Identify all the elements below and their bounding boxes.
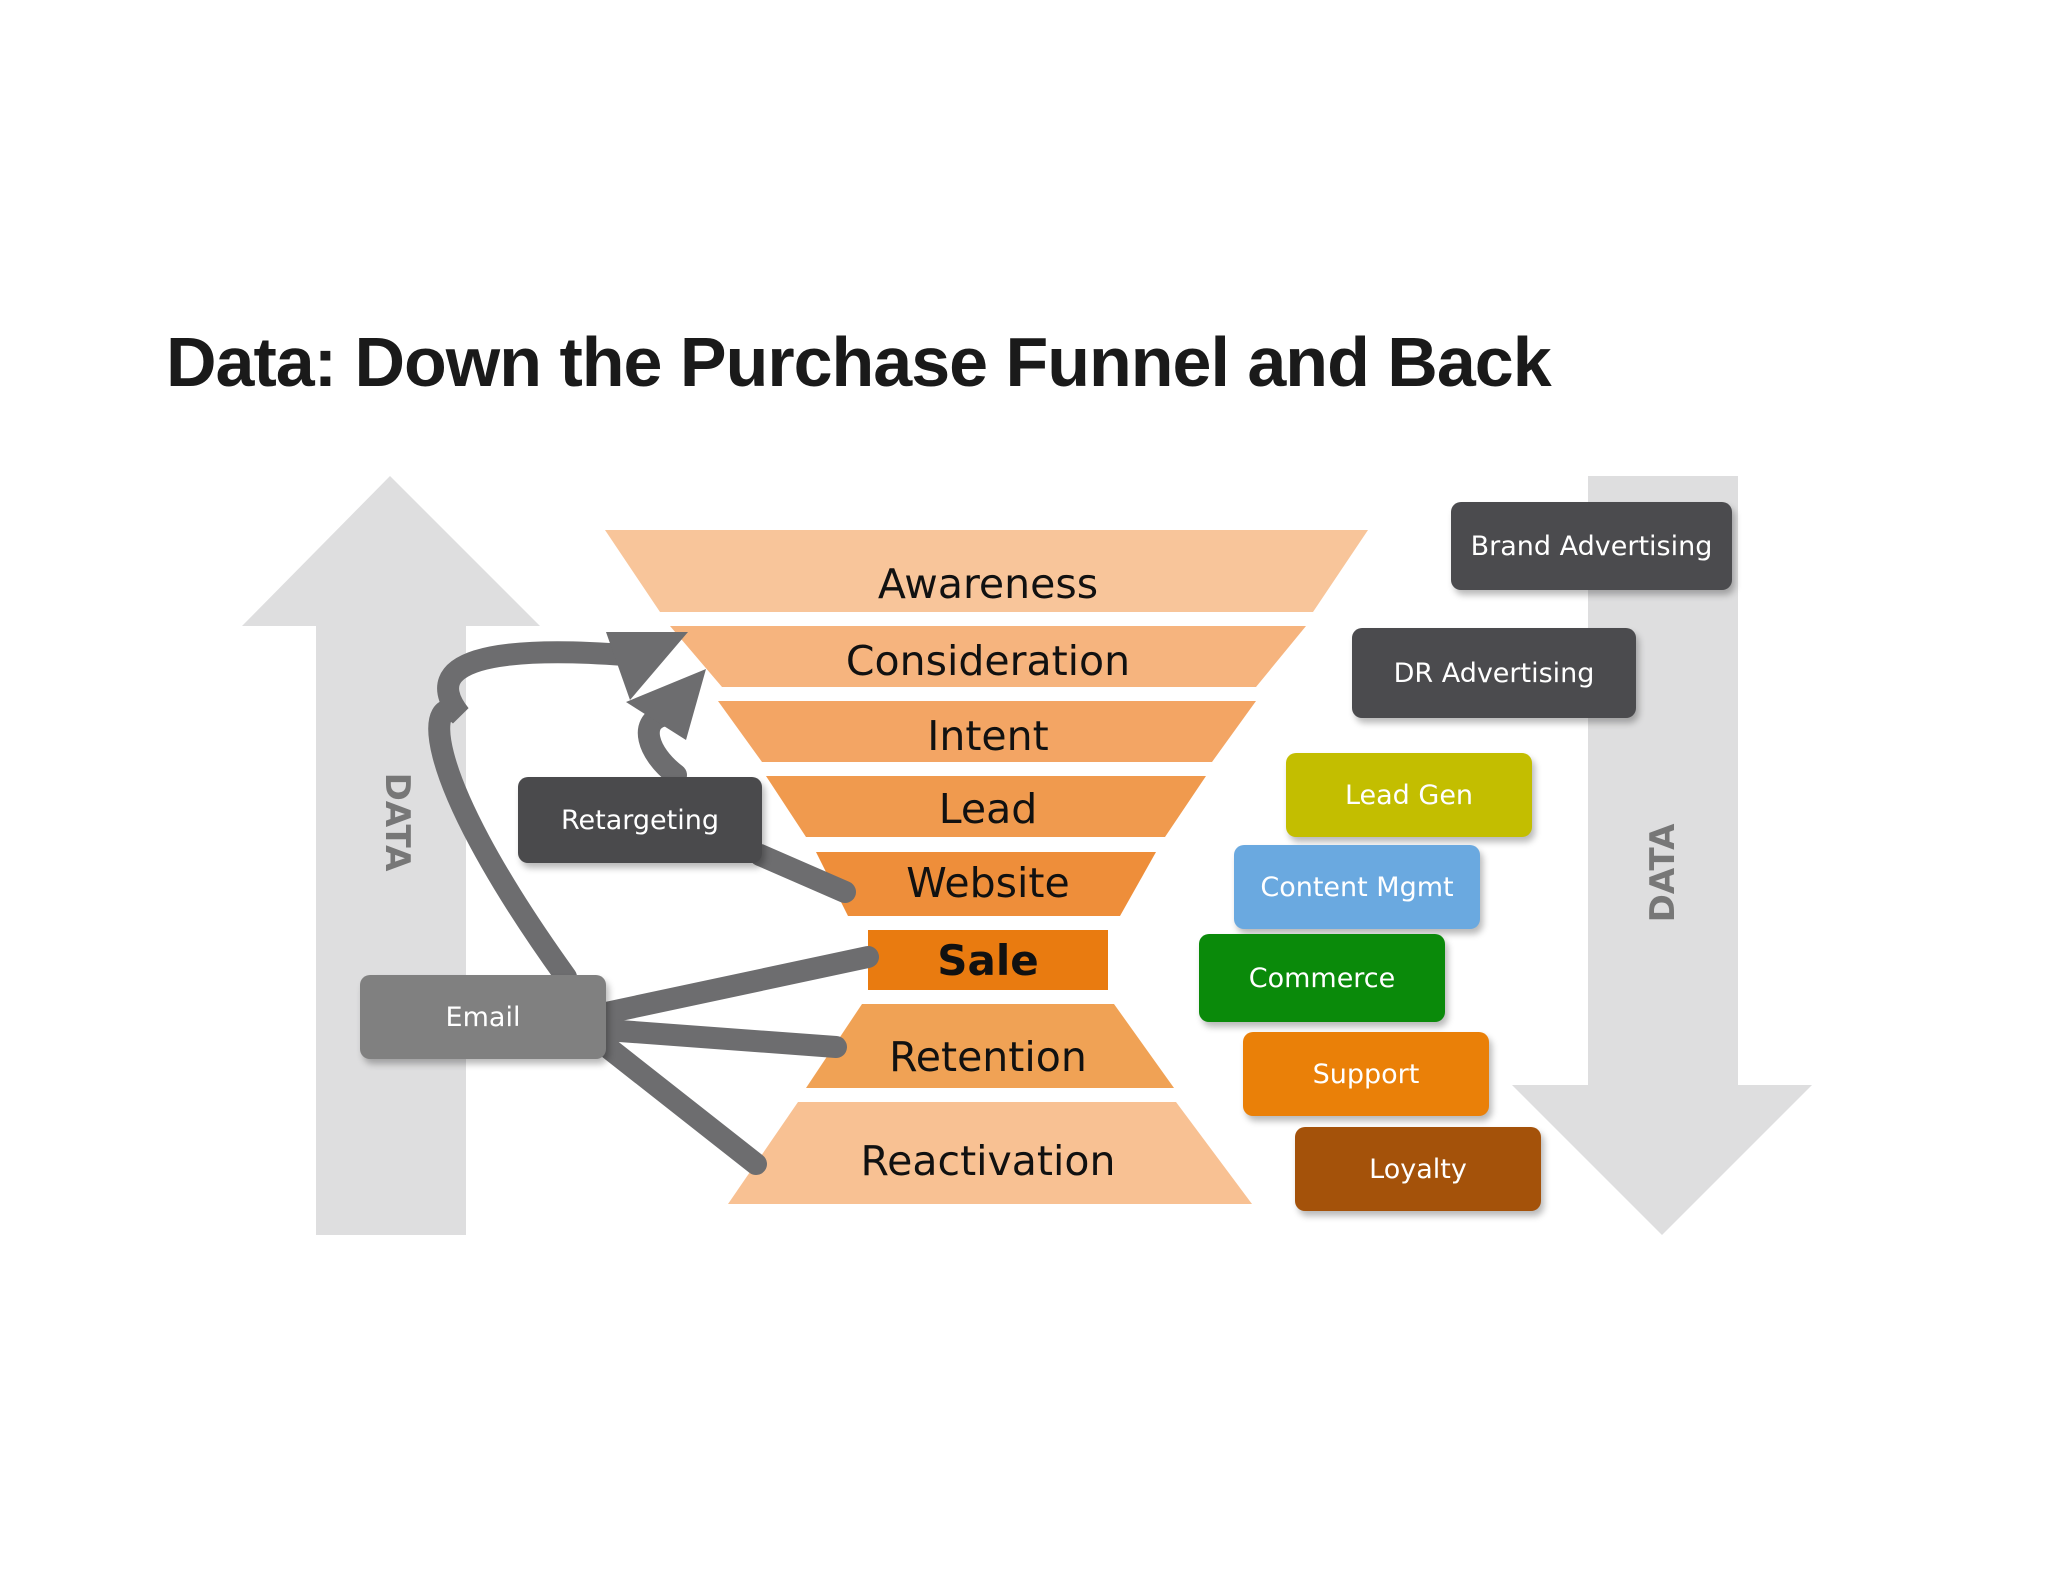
lead-gen-box[interactable]: Lead Gen	[1286, 753, 1532, 837]
loyalty-box[interactable]: Loyalty	[1295, 1127, 1541, 1211]
funnel-label-sale: Sale	[937, 936, 1038, 985]
funnel-label-website: Website	[906, 859, 1069, 907]
funnel-stage-consideration	[670, 626, 1306, 687]
email-box[interactable]: Email	[360, 975, 606, 1059]
connectors	[428, 641, 879, 1175]
retargeting-box[interactable]: Retargeting	[518, 777, 762, 863]
funnel-stage-reactivation	[728, 1102, 1252, 1204]
funnel-stage-awareness	[605, 530, 1368, 612]
right-data-label: DATA	[1643, 823, 1683, 922]
commerce-box[interactable]: Commerce	[1199, 934, 1445, 1022]
left-data-label: DATA	[377, 773, 417, 872]
funnel-labels: Awareness Consideration Intent Lead Webs…	[846, 560, 1130, 1185]
support-box[interactable]: Support	[1243, 1032, 1489, 1116]
funnel-label-lead: Lead	[939, 785, 1038, 833]
retargeting-to-website-connector	[749, 844, 856, 903]
funnel-stage-intent	[718, 701, 1256, 762]
brand-advertising-box[interactable]: Brand Advertising	[1451, 502, 1732, 590]
email-loop-connector	[428, 641, 636, 988]
funnel-label-consideration: Consideration	[846, 637, 1130, 685]
email-loop-arrowhead	[606, 632, 688, 700]
funnel-stage-website	[816, 852, 1156, 916]
page-title: Data: Down the Purchase Funnel and Back	[166, 323, 1552, 401]
funnel-stage-retention	[806, 1004, 1174, 1088]
funnel-label-reactivation: Reactivation	[861, 1137, 1116, 1185]
funnel-stage-sale	[868, 930, 1108, 990]
email-to-sale-connector	[595, 946, 879, 1024]
retargeting-loop-arrowhead	[626, 669, 706, 740]
content-mgmt-box[interactable]: Content Mgmt	[1234, 845, 1480, 929]
funnel	[605, 530, 1368, 1204]
email-to-retention-connector	[595, 1019, 847, 1058]
right-data-down-arrow	[1512, 476, 1812, 1235]
email-to-reactivation-connector	[595, 1035, 767, 1175]
funnel-label-retention: Retention	[889, 1033, 1087, 1081]
funnel-stage-lead	[766, 776, 1206, 837]
funnel-label-awareness: Awareness	[878, 560, 1098, 608]
funnel-label-intent: Intent	[927, 712, 1048, 760]
dr-advertising-box[interactable]: DR Advertising	[1352, 628, 1636, 718]
